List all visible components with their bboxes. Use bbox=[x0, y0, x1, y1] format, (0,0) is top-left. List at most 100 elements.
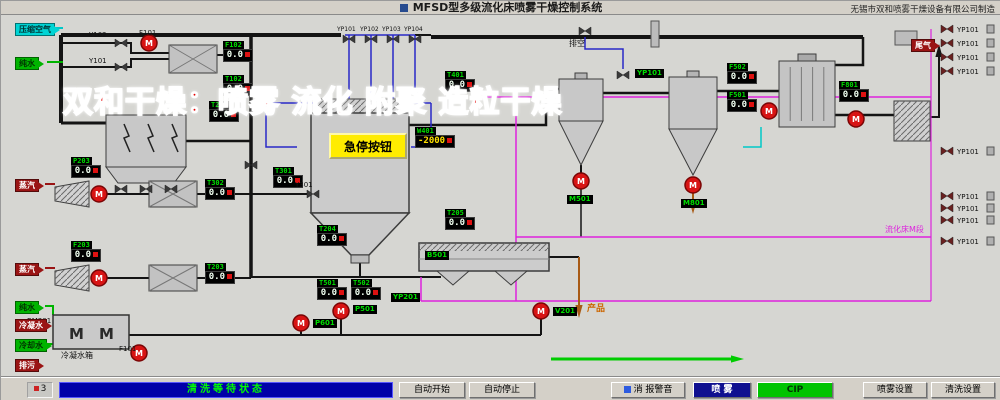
pump-icon[interactable] bbox=[572, 172, 590, 190]
display-label: T201 bbox=[209, 101, 230, 109]
display-value: 0.0 bbox=[839, 89, 869, 102]
valve-label: YP101 bbox=[956, 54, 979, 62]
valve-actuator-icon bbox=[986, 24, 995, 34]
manufacturer-label: 无锡市双和喷雾干燥设备有限公司制造 bbox=[850, 5, 995, 15]
pipe bbox=[63, 58, 169, 68]
mute-alarm-button[interactable]: 消 报警音 bbox=[611, 382, 685, 398]
valve-label: YP101 bbox=[956, 217, 979, 225]
fluid-bed-hopper bbox=[493, 270, 529, 286]
valve-icon[interactable] bbox=[940, 38, 954, 48]
pump-m-glyph: M bbox=[95, 190, 103, 199]
source-tag: 蒸汽 bbox=[15, 263, 44, 276]
auto-start-button[interactable]: 自动开始 bbox=[399, 382, 465, 398]
valve-icon[interactable] bbox=[940, 24, 954, 34]
pump-m-glyph: M bbox=[689, 181, 697, 190]
auto-stop-button[interactable]: 自动停止 bbox=[469, 382, 535, 398]
pump-icon[interactable] bbox=[292, 314, 310, 332]
window-icon bbox=[399, 3, 408, 12]
intake-filter-hatch bbox=[55, 265, 89, 291]
spray-button[interactable]: 喷 雾 bbox=[693, 382, 751, 398]
cyclone-body bbox=[558, 78, 604, 122]
valve-label: YP101 bbox=[956, 205, 979, 213]
pump-m-glyph: M bbox=[297, 319, 305, 328]
clean-settings-button[interactable]: 清洗设置 bbox=[931, 382, 995, 398]
pipe bbox=[45, 305, 54, 315]
valve-icon[interactable] bbox=[616, 70, 630, 80]
valve-icon[interactable] bbox=[578, 26, 592, 36]
pump-icon[interactable] bbox=[140, 34, 158, 52]
pump-icon[interactable] bbox=[90, 185, 108, 203]
display-value: 0.0 bbox=[727, 99, 757, 112]
valve-icon[interactable] bbox=[114, 38, 128, 48]
valve-icon[interactable] bbox=[114, 62, 128, 72]
display-label: F203 bbox=[71, 241, 92, 249]
spray-settings-button[interactable]: 喷雾设置 bbox=[863, 382, 927, 398]
valve-icon[interactable] bbox=[940, 191, 954, 201]
process-label: F101 bbox=[139, 29, 157, 37]
valve-icon[interactable] bbox=[244, 160, 258, 170]
valve-icon[interactable] bbox=[386, 34, 400, 44]
pump-icon[interactable] bbox=[130, 344, 148, 362]
process-label: YP102 bbox=[360, 26, 379, 33]
display-label: F801 bbox=[839, 81, 860, 89]
alarm-indicator bbox=[295, 178, 300, 183]
condenser-cap bbox=[797, 53, 817, 62]
valve-icon[interactable] bbox=[408, 34, 422, 44]
valve-icon[interactable] bbox=[306, 189, 320, 199]
process-label: 流化床M段 bbox=[885, 225, 924, 234]
status-bar: 清洗等待状态 bbox=[59, 382, 393, 398]
pump-icon[interactable] bbox=[684, 176, 702, 194]
intake-filter-hatch bbox=[55, 181, 89, 207]
valve-icon[interactable] bbox=[940, 203, 954, 213]
valve-icon[interactable] bbox=[164, 184, 178, 194]
valve-icon[interactable] bbox=[139, 184, 153, 194]
mute-alarm-label: 消 报警音 bbox=[633, 385, 673, 395]
source-tag: 尾气 bbox=[911, 39, 940, 52]
process-label: Y102 bbox=[89, 31, 107, 39]
source-tag: 蒸汽 bbox=[15, 179, 44, 192]
alarm-indicator bbox=[227, 190, 232, 195]
tag-arrow-icon bbox=[38, 181, 44, 190]
emergency-stop-button[interactable]: 急停按钮 bbox=[329, 133, 407, 159]
valve-icon[interactable] bbox=[940, 66, 954, 76]
source-tag: 纯水 bbox=[15, 57, 44, 70]
valve-icon[interactable] bbox=[940, 236, 954, 246]
valve-icon[interactable] bbox=[940, 146, 954, 156]
valve-icon[interactable] bbox=[342, 34, 356, 44]
valve-icon[interactable] bbox=[364, 34, 378, 44]
pump-icon[interactable] bbox=[760, 102, 778, 120]
pump-icon[interactable] bbox=[332, 302, 350, 320]
pump-m-glyph: M bbox=[577, 177, 585, 186]
pump-icon[interactable] bbox=[847, 110, 865, 128]
alarm-indicator bbox=[245, 52, 250, 57]
display-label: W401 bbox=[415, 127, 436, 135]
tag-arrow-icon bbox=[934, 41, 940, 50]
mixer-m-icon: M bbox=[99, 325, 114, 343]
source-tag: 冷凝水 bbox=[15, 319, 52, 332]
display-label: F102 bbox=[223, 41, 244, 49]
pump-icon[interactable] bbox=[90, 269, 108, 287]
alarm-indicator bbox=[245, 86, 250, 91]
alarm-indicator bbox=[231, 112, 236, 117]
valve-icon[interactable] bbox=[940, 215, 954, 225]
display-label: T102 bbox=[223, 75, 244, 83]
cip-button[interactable]: CIP bbox=[757, 382, 833, 398]
pump-icon[interactable] bbox=[532, 302, 550, 320]
valve-icon[interactable] bbox=[940, 52, 954, 62]
pump-m-glyph: M bbox=[135, 349, 143, 358]
valve-icon[interactable] bbox=[114, 184, 128, 194]
alarm-counter[interactable]: 3 bbox=[27, 382, 53, 398]
pump-m-glyph: M bbox=[95, 274, 103, 283]
valve-label: YP101 bbox=[956, 26, 979, 34]
pump-m-glyph: M bbox=[765, 107, 773, 116]
valve-label: YP101 bbox=[956, 193, 979, 201]
